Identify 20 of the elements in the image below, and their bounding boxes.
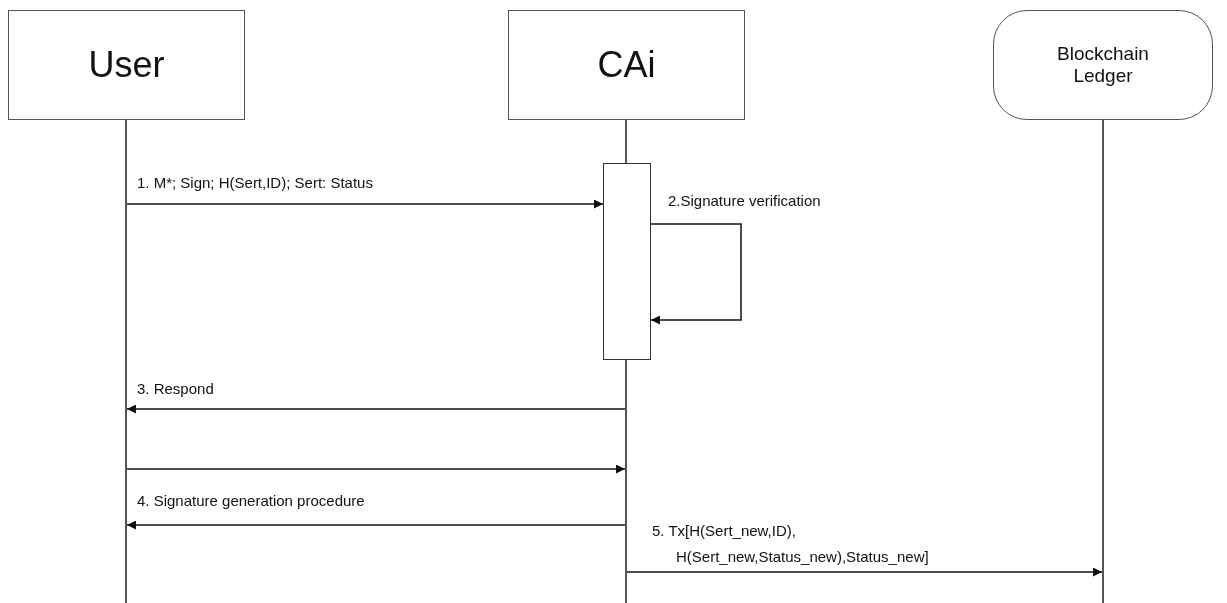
message-arrow bbox=[126, 199, 604, 209]
participant-name: CAi bbox=[597, 44, 656, 86]
message-label: 1. M*; Sign; H(Sert,ID); Sert: Status bbox=[137, 174, 373, 191]
message-label: 3. Respond bbox=[137, 380, 214, 397]
participant-box bbox=[8, 10, 245, 120]
message-label: 5. Tx[H(Sert_new,ID), H(Sert_new,Status_new),Status_new] bbox=[652, 521, 930, 567]
activation-bar bbox=[603, 163, 651, 360]
lifeline bbox=[125, 120, 127, 603]
participant-box bbox=[508, 10, 745, 120]
message-arrow bbox=[626, 567, 1103, 577]
message-arrow bbox=[126, 404, 626, 414]
message-label: 4. Signature generation procedure bbox=[137, 492, 365, 509]
message-arrow bbox=[126, 464, 626, 474]
participant-box bbox=[993, 10, 1213, 120]
participant-name: User bbox=[88, 44, 165, 86]
participant-name: Blockchain Ledger bbox=[1056, 43, 1150, 87]
message-arrow bbox=[650, 223, 742, 325]
message-arrow bbox=[126, 520, 626, 530]
message-label: 2.Signature verification bbox=[668, 192, 821, 209]
lifeline bbox=[1102, 120, 1104, 603]
